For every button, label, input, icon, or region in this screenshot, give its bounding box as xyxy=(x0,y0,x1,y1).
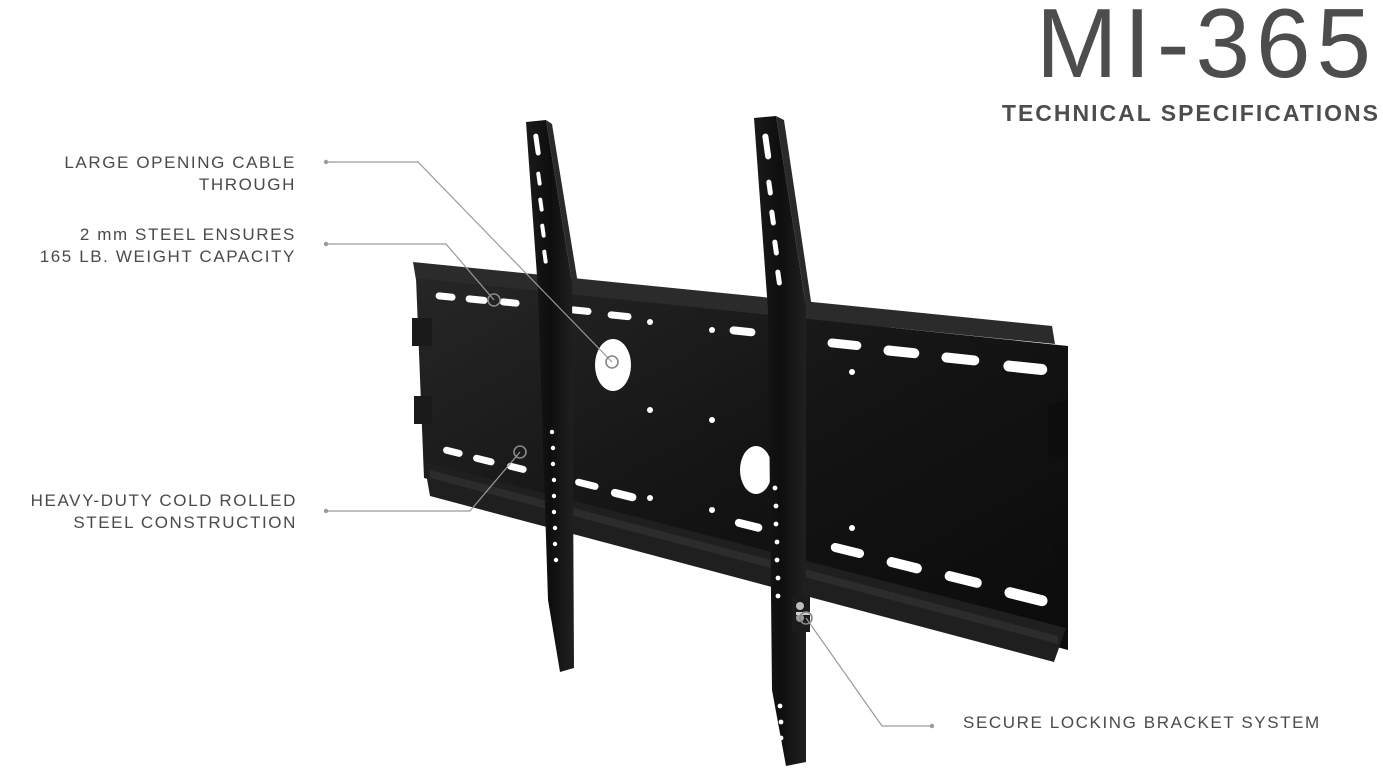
left-vertical-arm xyxy=(526,120,578,672)
callout-leader-lines xyxy=(326,161,932,727)
callout-cable-line-1: LARGE OPENING CABLE xyxy=(64,153,296,172)
callout-construction-line-1: HEAVY-DUTY COLD ROLLED xyxy=(30,491,297,510)
technical-specifications-heading: TECHNICAL SPECIFICATIONS xyxy=(1001,100,1380,126)
model-title: MI-365 xyxy=(1035,0,1377,98)
cable-opening-left xyxy=(595,339,631,391)
callout-locking-bracket: SECURE LOCKING BRACKET SYSTEM xyxy=(963,712,1321,734)
callout-construction: HEAVY-DUTY COLD ROLLED STEEL CONSTRUCTIO… xyxy=(31,490,297,534)
top-mounting-slots xyxy=(435,292,1048,375)
callout-construction-line-2: STEEL CONSTRUCTION xyxy=(73,513,297,532)
callout-cable-line-2: THROUGH xyxy=(198,175,296,194)
wall-plate xyxy=(412,262,1068,662)
cable-opening-right xyxy=(740,446,772,494)
callout-steel-capacity: 2 mm STEEL ENSURES 165 LB. WEIGHT CAPACI… xyxy=(40,224,296,268)
callout-locking-line-1: SECURE LOCKING BRACKET SYSTEM xyxy=(963,713,1321,732)
callout-steel-line-2: 165 LB. WEIGHT CAPACITY xyxy=(39,247,296,266)
bottom-mounting-slots xyxy=(443,446,1048,607)
callout-steel-line-1: 2 mm STEEL ENSURES xyxy=(79,225,296,244)
callout-target-rings xyxy=(487,293,813,625)
callout-cable-opening: LARGE OPENING CABLE THROUGH xyxy=(64,152,296,196)
